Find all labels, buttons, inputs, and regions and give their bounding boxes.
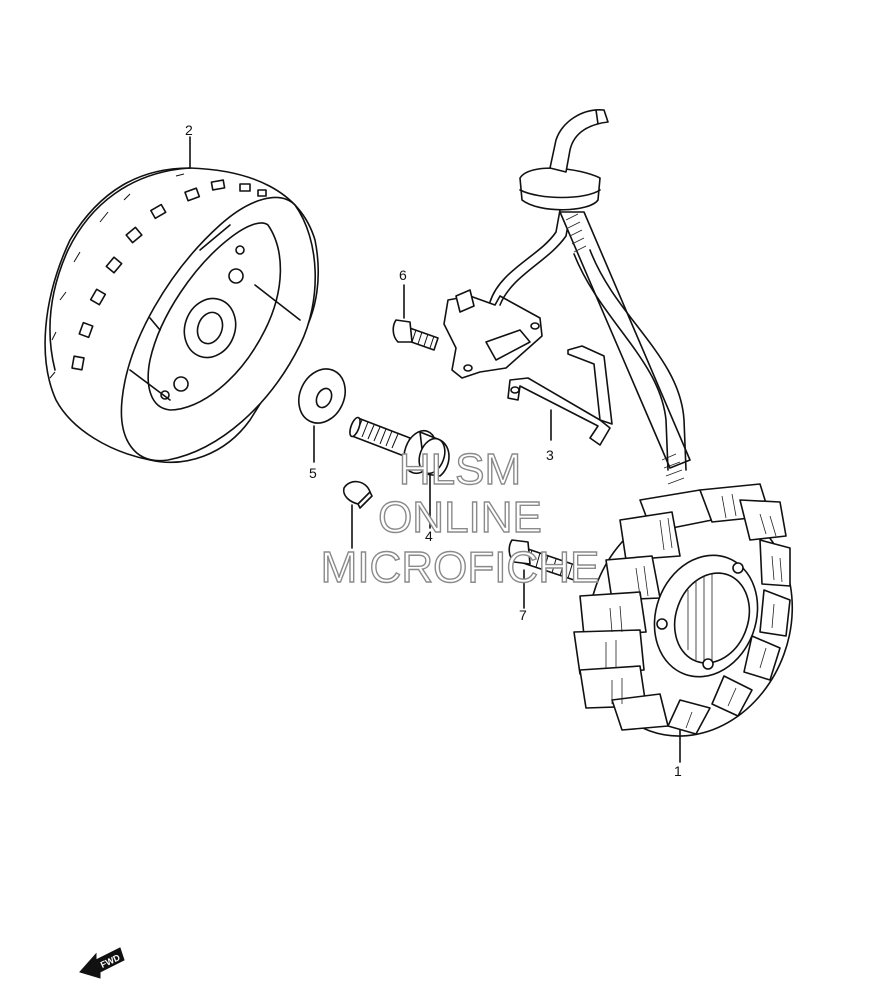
callout-8: 8 xyxy=(347,548,355,564)
watermark-line-3: MICROFICHE xyxy=(321,543,600,592)
watermark-line-2: ONLINE xyxy=(378,493,542,542)
rotor-bolt-drawing xyxy=(349,416,450,529)
stator-drawing xyxy=(573,483,794,763)
callout-5: 5 xyxy=(309,465,317,481)
callout-3: 3 xyxy=(546,447,554,463)
watermark: HLSM ONLINE MICROFICHE xyxy=(320,444,600,592)
flywheel-slots xyxy=(49,173,267,379)
callout-labels: 1 2 3 4 5 6 7 8 xyxy=(185,122,682,779)
flywheel-rotor-drawing xyxy=(44,136,320,464)
lead-clamp-bracket-drawing xyxy=(507,345,613,446)
callout-6: 6 xyxy=(399,267,407,283)
stator-coils xyxy=(573,483,791,735)
stator-screw-drawing xyxy=(508,539,579,609)
callout-4: 4 xyxy=(425,528,433,544)
wire-harness-drawing xyxy=(519,109,691,485)
callout-2: 2 xyxy=(185,122,193,138)
woodruff-key-drawing xyxy=(342,480,373,549)
pickup-coil-drawing xyxy=(443,209,571,379)
washer-drawing xyxy=(298,368,346,463)
forward-arrow-icon: FWD xyxy=(79,947,125,979)
pickup-screw-drawing xyxy=(392,284,439,351)
watermark-line-1: HLSM xyxy=(399,445,521,494)
callout-7: 7 xyxy=(519,607,527,623)
callout-1: 1 xyxy=(674,763,682,779)
